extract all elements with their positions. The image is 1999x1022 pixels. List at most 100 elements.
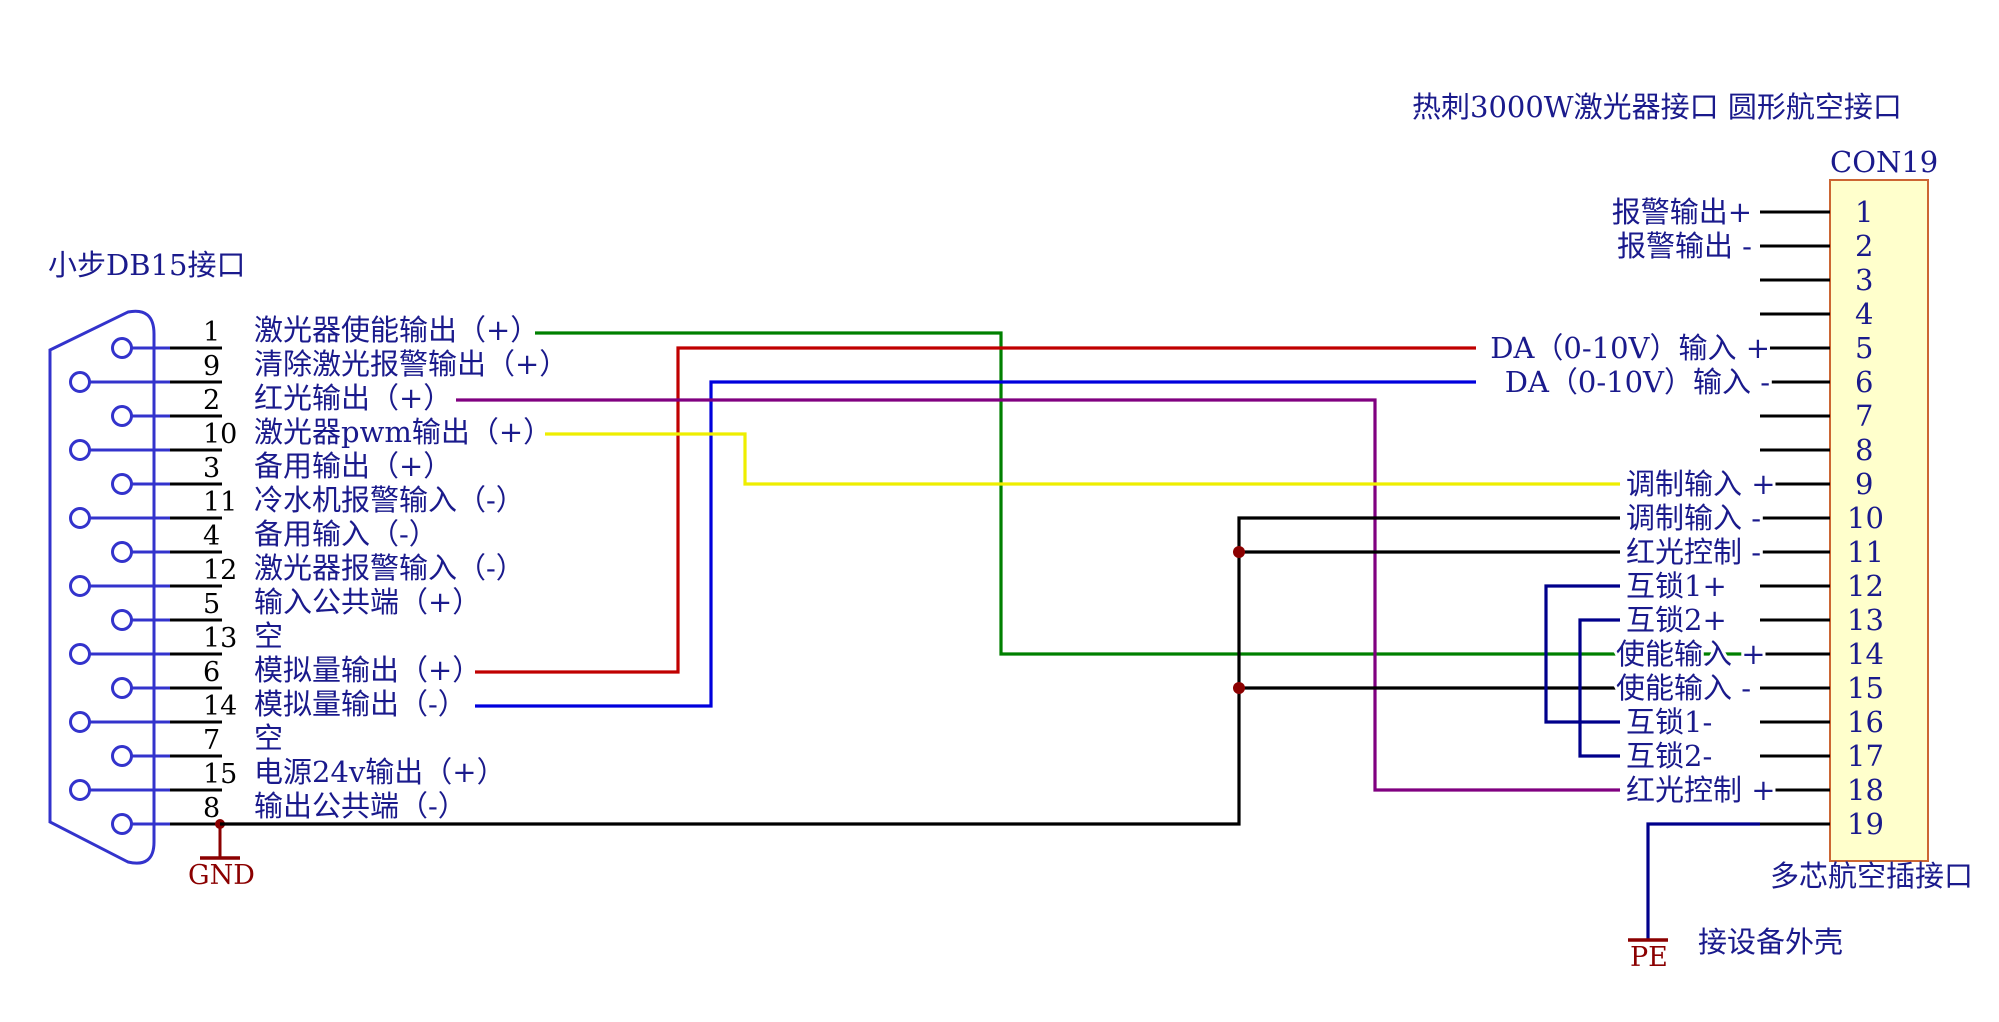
con19-pin-number: 16 — [1847, 705, 1884, 739]
db15-pin-circle — [111, 337, 133, 359]
db15-pin-circle — [111, 677, 133, 699]
db15-pin-number: 2 — [203, 385, 220, 416]
con19-pin-label: 使能输入 - — [1616, 671, 1751, 705]
wire-interlock-1 — [1544, 584, 1620, 724]
db15-pin-circle — [69, 507, 91, 529]
db15-shell — [48, 309, 156, 865]
wire-purple — [456, 398, 1620, 792]
con19-pin-label: 使能输入 + — [1616, 637, 1766, 671]
db15-pin-label: 输入公共端（+） — [254, 585, 481, 619]
con19-pin-label: 互锁2+ — [1626, 603, 1727, 637]
con19-pin-numbers: 1 2 3 4 5 6 7 8 9 10 11 12 13 14 15 16 1… — [1847, 195, 1884, 841]
db15-pin-labels: 激光器使能输出（+） 清除激光报警输出（+） 红光输出（+） 激光器pwm输出（… — [254, 313, 568, 823]
db15-pin-label: 激光器使能输出（+） — [254, 313, 539, 347]
db15-pin-number: 15 — [203, 759, 237, 790]
db15-pin-label: 空 — [254, 721, 283, 755]
con19-pin-number: 2 — [1855, 229, 1873, 263]
con19-pin-label: 互锁1- — [1626, 705, 1712, 739]
db15-pin-label: 电源24v输出（+） — [254, 755, 506, 789]
con19-pin-number: 7 — [1855, 399, 1873, 433]
con19-pin-number: 17 — [1847, 739, 1884, 773]
db15-pin-circle — [111, 745, 133, 767]
db15-pin-circle — [111, 405, 133, 427]
db15-pin-number: 9 — [203, 351, 220, 382]
db15-pin-number: 6 — [203, 657, 220, 688]
db15-title: 小步DB15接口 — [48, 248, 245, 282]
db15-pin-circle — [69, 575, 91, 597]
con19-header: 热刺3000W激光器接口 圆形航空接口 — [1412, 90, 1902, 124]
con19-pin-leads — [1760, 210, 1830, 826]
db15-pin-number: 1 — [203, 317, 220, 348]
con19-pin-number: 10 — [1847, 501, 1884, 535]
con19-pin-number: 14 — [1847, 637, 1884, 671]
wire-yellow — [545, 432, 1620, 486]
db15-pin-number: 8 — [203, 793, 220, 824]
db15-pin-label: 模拟量输出（+） — [254, 653, 481, 687]
con19-pin-label: DA（0-10V）输入 - — [1505, 365, 1770, 399]
con19-pin-number: 15 — [1847, 671, 1884, 705]
wire-green — [535, 331, 1760, 656]
con19-pin-label: 互锁1+ — [1626, 569, 1727, 603]
pe-label: PE — [1630, 942, 1668, 973]
db15-pin-circle — [69, 439, 91, 461]
db15-pin-number: 10 — [203, 419, 237, 450]
con19-caption: 多芯航空插接口 — [1770, 859, 1973, 893]
db15-pin-numbers: 1 9 2 10 3 11 4 12 5 13 6 14 7 15 8 — [203, 317, 237, 824]
db15-pin-label: 空 — [254, 619, 283, 653]
con19-pin-number: 11 — [1847, 535, 1884, 569]
db15-pin-label: 备用输入（-） — [254, 517, 438, 551]
db15-pin-circle — [111, 541, 133, 563]
con19-pin-number: 1 — [1855, 195, 1873, 229]
db15-pin-label: 冷水机报警输入（-） — [254, 483, 525, 517]
db15-pin-number: 12 — [203, 555, 237, 586]
wire-interlock-2 — [1578, 618, 1620, 758]
db15-pin-number: 14 — [203, 691, 237, 722]
ground-label: GND — [188, 860, 255, 891]
db15-pin-number: 4 — [203, 521, 220, 552]
wire-red — [475, 346, 1476, 674]
db15-pin-label: 备用输出（+） — [254, 449, 452, 483]
db15-pin-label: 激光器pwm输出（+） — [254, 415, 552, 449]
junction-dot — [1233, 546, 1245, 558]
con19-pin-label: 报警输出+ — [1612, 195, 1752, 229]
con19-pin-number: 9 — [1855, 467, 1873, 501]
con19-ref: CON19 — [1830, 145, 1938, 179]
db15-pin-number: 11 — [203, 487, 237, 518]
db15-pin-label: 激光器报警输入（-） — [254, 551, 525, 585]
db15-pin-circle — [69, 779, 91, 801]
db15-pin-number: 3 — [203, 453, 220, 484]
con19-pin-number: 6 — [1855, 365, 1873, 399]
db15-pin-label: 输出公共端（-） — [254, 789, 467, 823]
db15-pin-circle — [69, 711, 91, 733]
con19-pin-number: 13 — [1847, 603, 1884, 637]
db15-pin-circle — [69, 371, 91, 393]
db15-pin-circles — [69, 337, 133, 835]
wire-black-ground — [220, 516, 1620, 826]
con19-pin-number: 12 — [1847, 569, 1884, 603]
con19-pin-label: 红光控制 - — [1626, 535, 1761, 569]
con19-body — [1829, 179, 1929, 862]
con19-pin-label: 调制输入 + — [1626, 467, 1776, 501]
db15-pin-number: 5 — [203, 589, 220, 620]
wire-blue — [475, 380, 1476, 708]
wire-pe — [1646, 822, 1760, 940]
con19-pin-label: 互锁2- — [1626, 739, 1712, 773]
con19-pin-number: 3 — [1855, 263, 1873, 297]
con19-pin-label: 报警输出 - — [1617, 229, 1752, 263]
con19-pin-labels: 报警输出+ 报警输出 - DA（0-10V）输入 + DA（0-10V）输入 -… — [1487, 192, 1778, 810]
wires — [220, 331, 1760, 940]
con19-pin-label: 红光控制 + — [1626, 773, 1776, 807]
pe-note: 接设备外壳 — [1698, 925, 1843, 959]
con19-pin-number: 19 — [1847, 807, 1884, 841]
db15-pin-leads — [89, 346, 222, 826]
db15-pin-number: 13 — [203, 623, 237, 654]
db15-pin-label: 清除激光报警输出（+） — [254, 347, 568, 381]
con19-pin-number: 5 — [1855, 331, 1873, 365]
db15-pin-circle — [111, 473, 133, 495]
junction-dot — [1233, 682, 1245, 694]
db15-pin-label: 模拟量输出（-） — [254, 687, 467, 721]
con19-pin-number: 18 — [1847, 773, 1884, 807]
db15-pin-label: 红光输出（+） — [254, 381, 452, 415]
db15-pin-circle — [69, 643, 91, 665]
